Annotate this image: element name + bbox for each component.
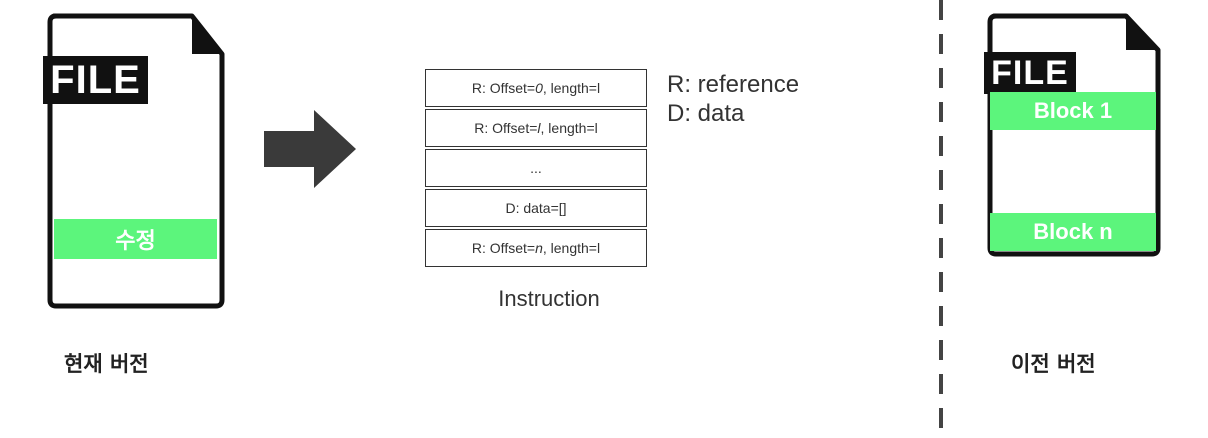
legend-reference: R: reference xyxy=(667,71,800,98)
instruction-data: D: data=[] xyxy=(505,200,567,216)
instruction-suffix: , length=l xyxy=(540,120,598,136)
instruction-table: R: Offset=0, length=l R: Offset=l, lengt… xyxy=(425,69,647,269)
previous-version-file: FILE Block 1 Block n xyxy=(980,10,1165,260)
instruction-value: l xyxy=(537,120,541,136)
legend-data: D: data xyxy=(667,100,745,127)
file-label: FILE xyxy=(43,56,148,104)
current-version-file: FILE 수정 xyxy=(40,10,230,310)
instruction-prefix: R: Offset= xyxy=(471,240,536,256)
legend: R: reference D: data xyxy=(667,70,799,128)
right-arrow-icon xyxy=(264,110,356,188)
instruction-row: D: data=[] xyxy=(425,189,647,227)
file-corner-fold xyxy=(1126,16,1158,50)
instruction-value: 0 xyxy=(535,80,543,96)
instruction-ellipsis: ... xyxy=(530,160,542,176)
dashed-divider xyxy=(939,0,943,438)
instruction-prefix: R: Offset= xyxy=(471,80,536,96)
block-first: Block 1 xyxy=(990,92,1156,130)
instruction-row: R: Offset=l, length=l xyxy=(425,109,647,147)
file-corner-fold xyxy=(192,16,222,54)
instruction-caption: Instruction xyxy=(498,286,600,311)
instruction-suffix: , length=l xyxy=(542,240,601,256)
instruction-suffix: , length=l xyxy=(542,80,601,96)
current-version-caption: 현재 버전 xyxy=(64,352,149,376)
file-label: FILE xyxy=(984,52,1076,94)
instruction-value: n xyxy=(535,240,543,256)
instruction-prefix: R: Offset= xyxy=(474,120,538,136)
modified-band: 수정 xyxy=(54,219,217,259)
file-outline xyxy=(47,13,225,309)
block-last: Block n xyxy=(990,213,1156,251)
instruction-row: R: Offset=n, length=l xyxy=(425,229,647,267)
instruction-row: ... xyxy=(425,149,647,187)
previous-version-caption: 이전 버전 xyxy=(1011,352,1096,376)
instruction-row: R: Offset=0, length=l xyxy=(425,69,647,107)
